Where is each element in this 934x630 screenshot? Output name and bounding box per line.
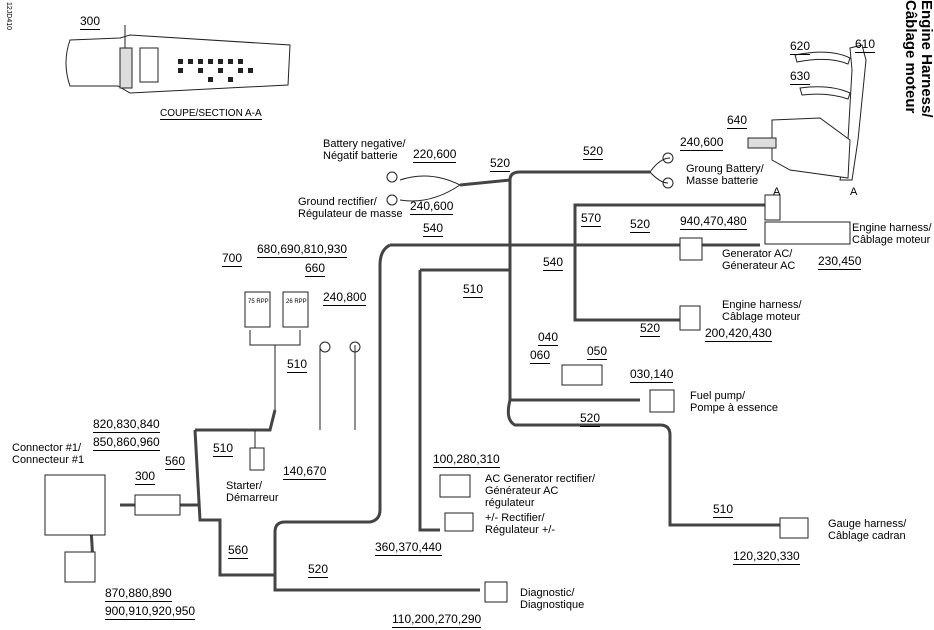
callout-900-910-920-950: 900,910,920,950: [105, 604, 196, 620]
callout-610: 610: [855, 37, 876, 53]
relay-label-1: 75 RPP: [248, 299, 269, 305]
callout-200-420-430: 200,420,430: [705, 326, 772, 342]
callout-240-800: 240,800: [323, 290, 367, 306]
callout-220-600: 220,600: [413, 147, 457, 163]
callout-680-690-810-930: 680,690,810,930: [257, 242, 348, 258]
callout-230-450: 230,450: [818, 254, 862, 270]
section-marker-a2: A: [850, 186, 858, 198]
callout-120-320-330: 120,320,330: [733, 549, 800, 565]
section-label: COUPE/SECTION A-A: [160, 108, 262, 120]
label-fuel-pump: Fuel pump/Pompe à essence: [690, 390, 779, 414]
callout-040: 040: [538, 330, 559, 346]
callout-850-860-960: 850,860,960: [93, 435, 160, 451]
callout-140-670: 140,670: [283, 464, 327, 480]
callout-620: 620: [790, 39, 811, 55]
reference-code: 12JD410: [5, 2, 12, 31]
label-generator-ac: Generator AC/Génerateur AC: [722, 248, 796, 272]
callout-060: 060: [530, 348, 551, 364]
callout-300-top: 300: [80, 14, 101, 30]
connector-parts-top-right: [747, 44, 867, 181]
label-engine-harness-2: Engine harness/Câblage moteur: [722, 299, 802, 323]
label-connector-1: Connector #1/Connecteur #1: [12, 442, 85, 466]
callout-630: 630: [790, 69, 811, 85]
callout-030-140: 030,140: [630, 367, 674, 383]
callout-520-b: 520: [583, 144, 604, 160]
callout-940-470-480: 940,470,480: [680, 214, 747, 230]
label-diagnostic: Diagnostic/Diagnostique: [520, 587, 585, 611]
label-battery-negative: Battery negative/Négatif batterie: [323, 138, 406, 162]
callout-520-e: 520: [580, 411, 601, 427]
section-marker-a1: A: [773, 186, 781, 198]
callout-510-a: 510: [287, 357, 308, 373]
callout-660: 660: [305, 261, 326, 277]
callout-540-a: 540: [423, 221, 444, 237]
callout-640: 640: [727, 113, 748, 129]
callout-820-830-840: 820,830,840: [93, 417, 160, 433]
connectors: [44, 194, 851, 603]
label-ground-rectifier: Ground rectifier/Régulateur de masse: [298, 196, 403, 220]
callout-540-b: 540: [543, 255, 564, 271]
callout-560-a: 560: [165, 454, 186, 470]
callout-520-f: 520: [308, 562, 329, 578]
label-starter: Starter/Démarreur: [226, 480, 279, 504]
label-engine-harness-1: Engine harness/Câblage moteur: [852, 222, 932, 246]
callout-510-d: 510: [713, 502, 734, 518]
label-gauge-harness: Gauge harness/Câblage cadran: [828, 518, 907, 542]
callout-870-880-890: 870,880,890: [105, 586, 172, 602]
callout-360-370-440: 360,370,440: [375, 540, 442, 556]
section-view: [65, 25, 291, 94]
callout-700: 700: [222, 251, 243, 267]
callout-300-b: 300: [135, 469, 156, 485]
callout-510-b: 510: [463, 282, 484, 298]
callout-510-c: 510: [213, 441, 234, 457]
relay-label-2: 26 RPP: [286, 299, 307, 305]
callout-520-a: 520: [490, 156, 511, 172]
callout-110-200-270-290: 110,200,270,290: [392, 612, 482, 628]
label-rectifier: +/- Rectifier/Régulateur +/-: [485, 512, 556, 536]
callout-520-c: 520: [630, 217, 651, 233]
callout-100-280-310: 100,280,310: [433, 452, 500, 468]
callout-240-600-a: 240,600: [680, 135, 724, 151]
ring-terminals: [319, 152, 674, 353]
callout-240-600-b: 240,600: [410, 199, 454, 215]
callout-560-b: 560: [228, 543, 249, 559]
callout-570: 570: [581, 211, 602, 227]
callout-520-d: 520: [640, 321, 661, 337]
callout-050: 050: [587, 344, 608, 360]
page-title: Engine Harness/Câblage moteur: [902, 0, 934, 118]
label-ground-battery: Groung Battery/Masse batterie: [686, 163, 764, 187]
